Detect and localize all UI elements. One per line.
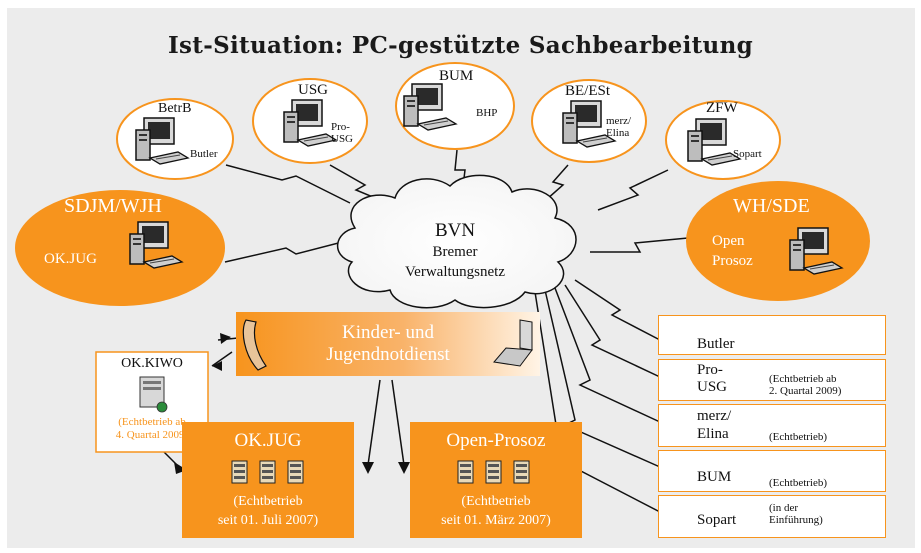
- server-name: Sopart: [697, 512, 737, 528]
- link-kjnd-1: [367, 379, 381, 466]
- bvn-cloud: [336, 174, 577, 309]
- link-sdjm: [224, 239, 351, 263]
- bvn-subtitle-2: Verwaltungsnetz: [405, 264, 505, 280]
- server-status: (Echtbetrieb): [769, 477, 828, 489]
- okjug-name: OK.JUG: [234, 430, 302, 451]
- kjnd-label-2: Jugendnotdienst: [326, 344, 450, 365]
- node-sdjm-software: OK.JUG: [44, 251, 97, 267]
- server-row-prousg: Pro- USG (Echtbetrieb ab 2. Quartal 2009…: [658, 359, 886, 401]
- server-name: BUM: [697, 469, 732, 485]
- server-status: (Echtbetrieb): [769, 431, 828, 443]
- link-kjnd-2: [391, 379, 405, 466]
- server-status: (in der Einführung): [769, 502, 823, 526]
- bvn-label: BVN: [434, 220, 476, 241]
- node-zfw-name: ZFW: [706, 100, 738, 116]
- node-sdjm-name: SDJM/WJH: [64, 195, 162, 217]
- laptop-icon: [493, 319, 533, 367]
- node-whsde-software: Open Prosoz: [712, 233, 753, 269]
- link-srv2: [564, 284, 661, 378]
- kjnd-box: [236, 312, 540, 376]
- bvn-subtitle-1: Bremer: [432, 244, 478, 260]
- link-betrb: [225, 164, 351, 204]
- server-row-bum: BUM (Echtbetrieb): [658, 450, 886, 492]
- node-sdjm: [15, 190, 225, 306]
- node-betrb-software: Butler: [190, 148, 218, 160]
- okkiwo-status: (Echtbetrieb ab 4. Quartal 2009): [115, 416, 189, 441]
- node-whsde-name: WH/SDE: [733, 195, 810, 217]
- server-row-sopart: Sopart (in der Einführung): [658, 495, 886, 538]
- server-name: merz/ Elina: [697, 408, 732, 442]
- okjug-status-1: (Echtbetrieb: [233, 494, 303, 509]
- server-row-merz: merz/ Elina (Echtbetrieb): [658, 404, 886, 447]
- link-srv3: [554, 287, 661, 423]
- node-bum-software: BHP: [476, 107, 498, 119]
- link-zfw: [597, 169, 669, 211]
- kjnd-label-1: Kinder- und: [342, 322, 434, 343]
- node-best-name: BE/ESt: [565, 83, 611, 99]
- diagram-title: Ist-Situation: PC-gestützte Sachbearbeit…: [168, 32, 753, 59]
- node-best-software: merz/ Elina: [606, 115, 632, 139]
- phone-icon: [242, 319, 267, 371]
- server-status: (Echtbetrieb ab 2. Quartal 2009): [769, 373, 842, 397]
- node-usg-name: USG: [298, 82, 329, 98]
- link-whsde: [590, 237, 689, 253]
- okkiwo-server-icon: [139, 376, 168, 413]
- openprosoz-status-1: (Echtbetrieb: [461, 494, 531, 509]
- server-name: Butler: [697, 336, 735, 352]
- node-betrb-name: BetrB: [158, 101, 192, 116]
- openprosoz-status-2: seit 01. März 2007): [441, 513, 551, 528]
- link-best: [537, 164, 569, 208]
- server-name: Pro- USG: [697, 362, 728, 395]
- node-bum-name: BUM: [439, 68, 474, 84]
- okkiwo-name: OK.KIWO: [121, 356, 183, 371]
- node-usg-software: Pro- USG: [331, 121, 354, 145]
- openprosoz-name: Open-Prosoz: [446, 430, 546, 451]
- link-srv1: [574, 279, 661, 341]
- node-zfw-software: Sopart: [733, 148, 762, 160]
- okjug-status-2: seit 01. Juli 2007): [217, 513, 319, 528]
- server-row-butler: Butler: [658, 315, 886, 355]
